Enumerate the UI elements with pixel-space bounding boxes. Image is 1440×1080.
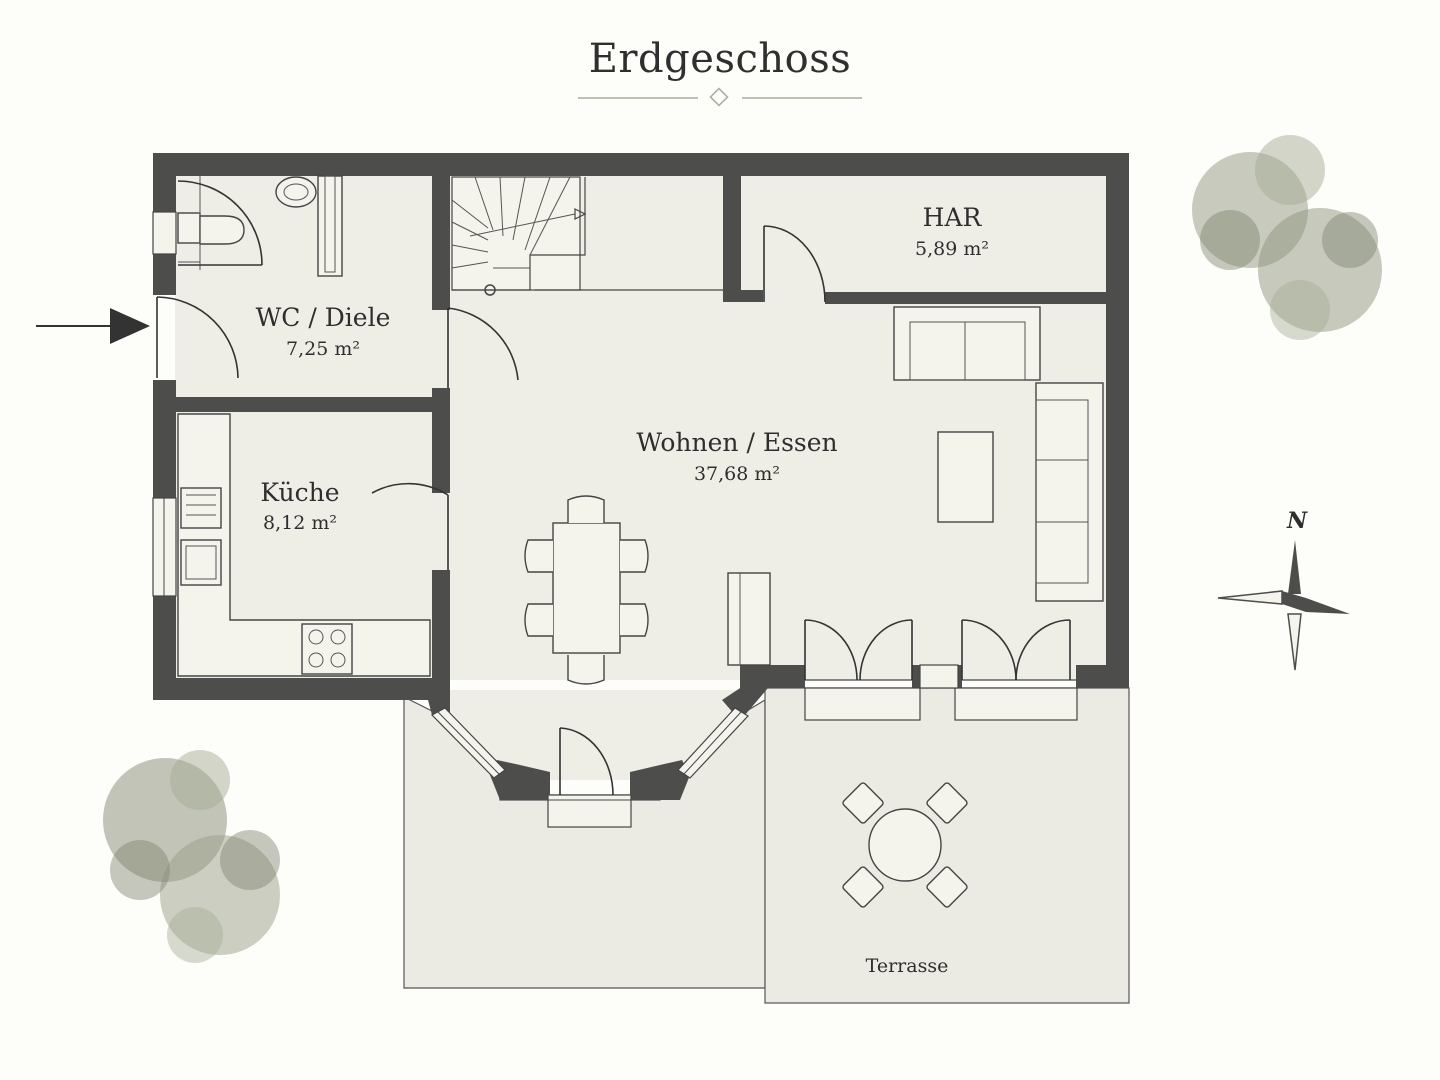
room-area-wc: 7,25 m² <box>286 338 360 360</box>
room-name-har: HAR <box>923 203 983 232</box>
room-name-kueche: Küche <box>260 478 339 507</box>
sideboard <box>727 572 771 666</box>
north-compass-icon: N <box>1217 508 1350 671</box>
bay-windows <box>431 707 749 828</box>
har-door <box>763 225 826 303</box>
compass-label: N <box>1286 508 1308 534</box>
kitchen-counters <box>177 413 431 677</box>
tree-icon <box>1192 135 1382 340</box>
living-door <box>447 307 519 388</box>
plan-title: Erdgeschoss <box>589 36 852 82</box>
sink-icon <box>275 176 317 208</box>
tree-icon <box>103 750 280 963</box>
title-ornament <box>578 87 862 107</box>
round-table <box>868 808 942 882</box>
sink-icon <box>180 487 222 529</box>
toilet-icon <box>199 215 245 245</box>
bay-floor <box>444 690 740 780</box>
patio-windows <box>804 664 1078 721</box>
wc-door <box>177 180 263 266</box>
left-windows <box>152 211 177 597</box>
stove-icon <box>301 623 353 675</box>
entrance-arrow-icon <box>36 308 150 344</box>
dining-set <box>524 495 649 685</box>
dining-table <box>552 522 621 654</box>
living-furniture <box>727 306 1104 666</box>
wc-fixtures <box>177 175 343 277</box>
staircase-icon <box>451 176 723 296</box>
entrance-door <box>156 296 239 379</box>
room-area-har: 5,89 m² <box>915 238 989 260</box>
sofa-right <box>1035 382 1104 602</box>
room-area-kueche: 8,12 m² <box>263 512 337 534</box>
kitchen-door <box>371 482 449 570</box>
bay-door <box>559 727 614 796</box>
terrace-table-set <box>842 782 968 908</box>
room-area-wohnen: 37,68 m² <box>694 463 780 485</box>
doors <box>156 180 1071 796</box>
room-name-wohnen: Wohnen / Essen <box>636 428 837 457</box>
sofa-top <box>893 306 1041 381</box>
terrace-area <box>403 687 1130 1004</box>
room-name-wc: WC / Diele <box>256 303 391 332</box>
terrace-label: Terrasse <box>866 955 949 977</box>
walls <box>153 153 1129 800</box>
coffee-table <box>937 431 994 523</box>
